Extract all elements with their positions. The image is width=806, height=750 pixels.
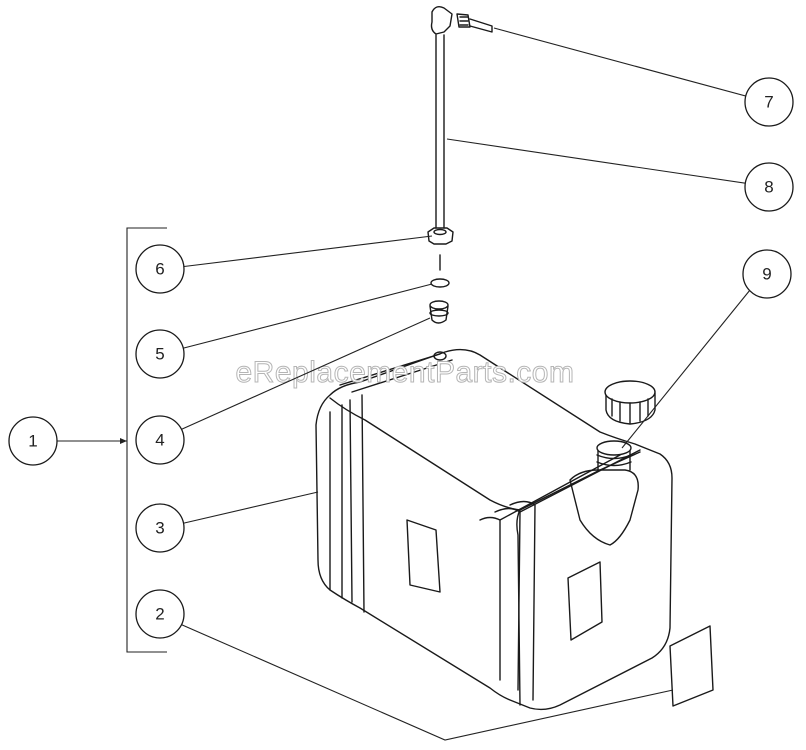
leader-9	[621, 289, 751, 449]
callout-7-label: 7	[764, 93, 773, 112]
leader-6	[179, 235, 433, 268]
leader-5	[179, 283, 433, 350]
leader-3	[179, 491, 319, 525]
callout-7: 7	[744, 77, 794, 127]
callout-8: 8	[744, 162, 794, 212]
callout-2: 2	[135, 589, 185, 639]
leader-7	[493, 27, 765, 102]
grommet	[429, 300, 449, 324]
label-panel-side	[406, 519, 441, 593]
filler-cap	[604, 380, 656, 425]
callout-9: 9	[742, 249, 792, 299]
decal	[669, 625, 714, 707]
watermark: eReplacementParts.com	[236, 356, 575, 389]
hose-barb-fitting	[456, 13, 493, 33]
callout-1: 1	[8, 416, 58, 466]
callout-1-label: 1	[28, 432, 37, 451]
callout-9-label: 9	[762, 265, 771, 284]
nut	[427, 227, 454, 245]
callout-5: 5	[135, 329, 185, 379]
pickup-tube	[430, 5, 453, 229]
callout-6-label: 6	[155, 260, 164, 279]
callout-4: 4	[135, 415, 185, 465]
leader-2	[179, 623, 674, 741]
callout-3: 3	[135, 503, 185, 553]
assembly-bracket	[126, 227, 167, 653]
label-panel-front	[567, 561, 603, 641]
fuel-tank	[315, 348, 673, 711]
callout-5-label: 5	[155, 345, 164, 364]
bracket-arrow	[120, 438, 127, 444]
callout-2-label: 2	[155, 605, 164, 624]
callout-8-label: 8	[764, 178, 773, 197]
callout-3-label: 3	[155, 519, 164, 538]
leader-8	[446, 138, 765, 187]
leader-4	[179, 317, 431, 431]
callout-6: 6	[135, 244, 185, 294]
washer	[430, 278, 450, 288]
callout-4-label: 4	[155, 431, 164, 450]
